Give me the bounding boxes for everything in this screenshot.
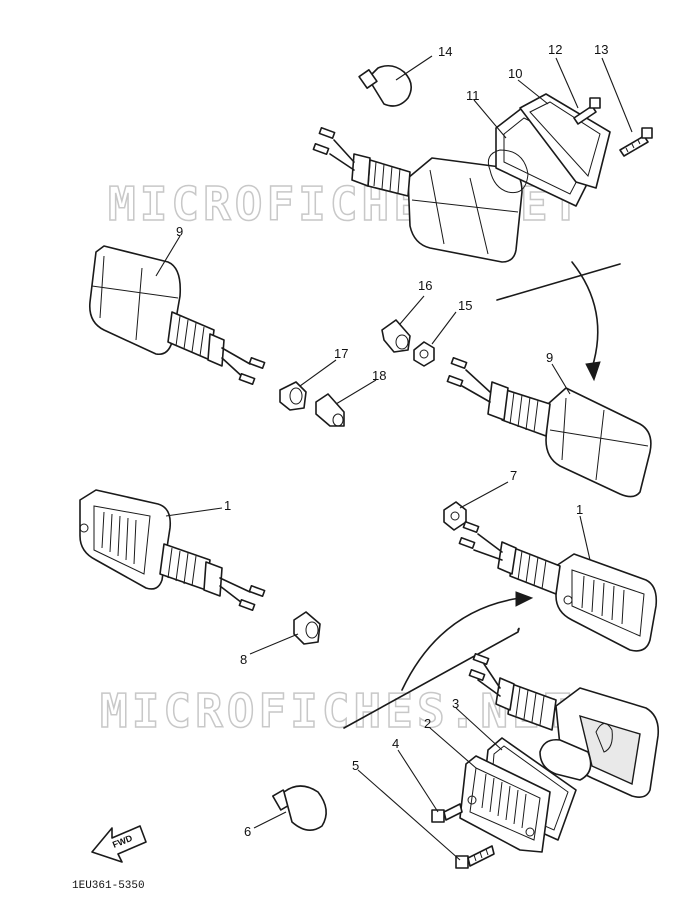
front-lamp-assembly-open xyxy=(468,652,660,798)
callout-1-left: 1 xyxy=(224,498,231,513)
turn-signal-lamp-1-right xyxy=(458,520,658,652)
callout-17: 17 xyxy=(334,346,348,361)
screw-5 xyxy=(455,845,495,869)
callout-15: 15 xyxy=(458,298,472,313)
callout-5: 5 xyxy=(352,758,359,773)
callout-2: 2 xyxy=(424,716,431,731)
callout-10: 10 xyxy=(508,66,522,81)
callout-12: 12 xyxy=(548,42,562,57)
bulb-14 xyxy=(358,64,412,107)
forward-direction-arrow: FWD xyxy=(91,825,147,863)
callout-9-right: 9 xyxy=(546,350,553,365)
rear-right-lamp-assembly xyxy=(312,93,653,263)
callout-18: 18 xyxy=(372,368,386,383)
callout-11: 11 xyxy=(466,88,480,103)
callout-8: 8 xyxy=(240,652,247,667)
callout-leaders xyxy=(155,55,633,861)
callout-14: 14 xyxy=(438,44,452,59)
callout-7: 7 xyxy=(510,468,517,483)
turn-signal-lamp-9-left xyxy=(88,245,266,386)
assembly-arrow-lower xyxy=(343,591,534,729)
turn-signal-lamp-1-left xyxy=(79,489,266,612)
assembly-arrow-upper xyxy=(496,261,621,382)
grommet-8 xyxy=(293,611,321,645)
callout-16: 16 xyxy=(418,278,432,293)
callout-1-right: 1 xyxy=(576,502,583,517)
callout-4: 4 xyxy=(392,736,399,751)
lens-2 xyxy=(459,755,551,853)
callout-3: 3 xyxy=(452,696,459,711)
bulb-6 xyxy=(272,785,327,831)
callout-13: 13 xyxy=(594,42,608,57)
cap-16 xyxy=(381,319,411,353)
callout-9-left: 9 xyxy=(176,224,183,239)
screw-4 xyxy=(431,803,463,823)
callout-6: 6 xyxy=(244,824,251,839)
cap-18 xyxy=(315,393,345,427)
diagram-code: 1EU361-5350 xyxy=(72,880,145,892)
turn-signal-lamp-9-right xyxy=(446,356,652,498)
watermark-bottom: MICROFICHES.NET xyxy=(100,684,575,738)
callout-numbers: 14 12 13 10 11 9 16 15 17 18 9 7 1 1 8 3… xyxy=(176,42,608,839)
nut-15 xyxy=(413,341,435,367)
grommet-17 xyxy=(279,381,307,411)
